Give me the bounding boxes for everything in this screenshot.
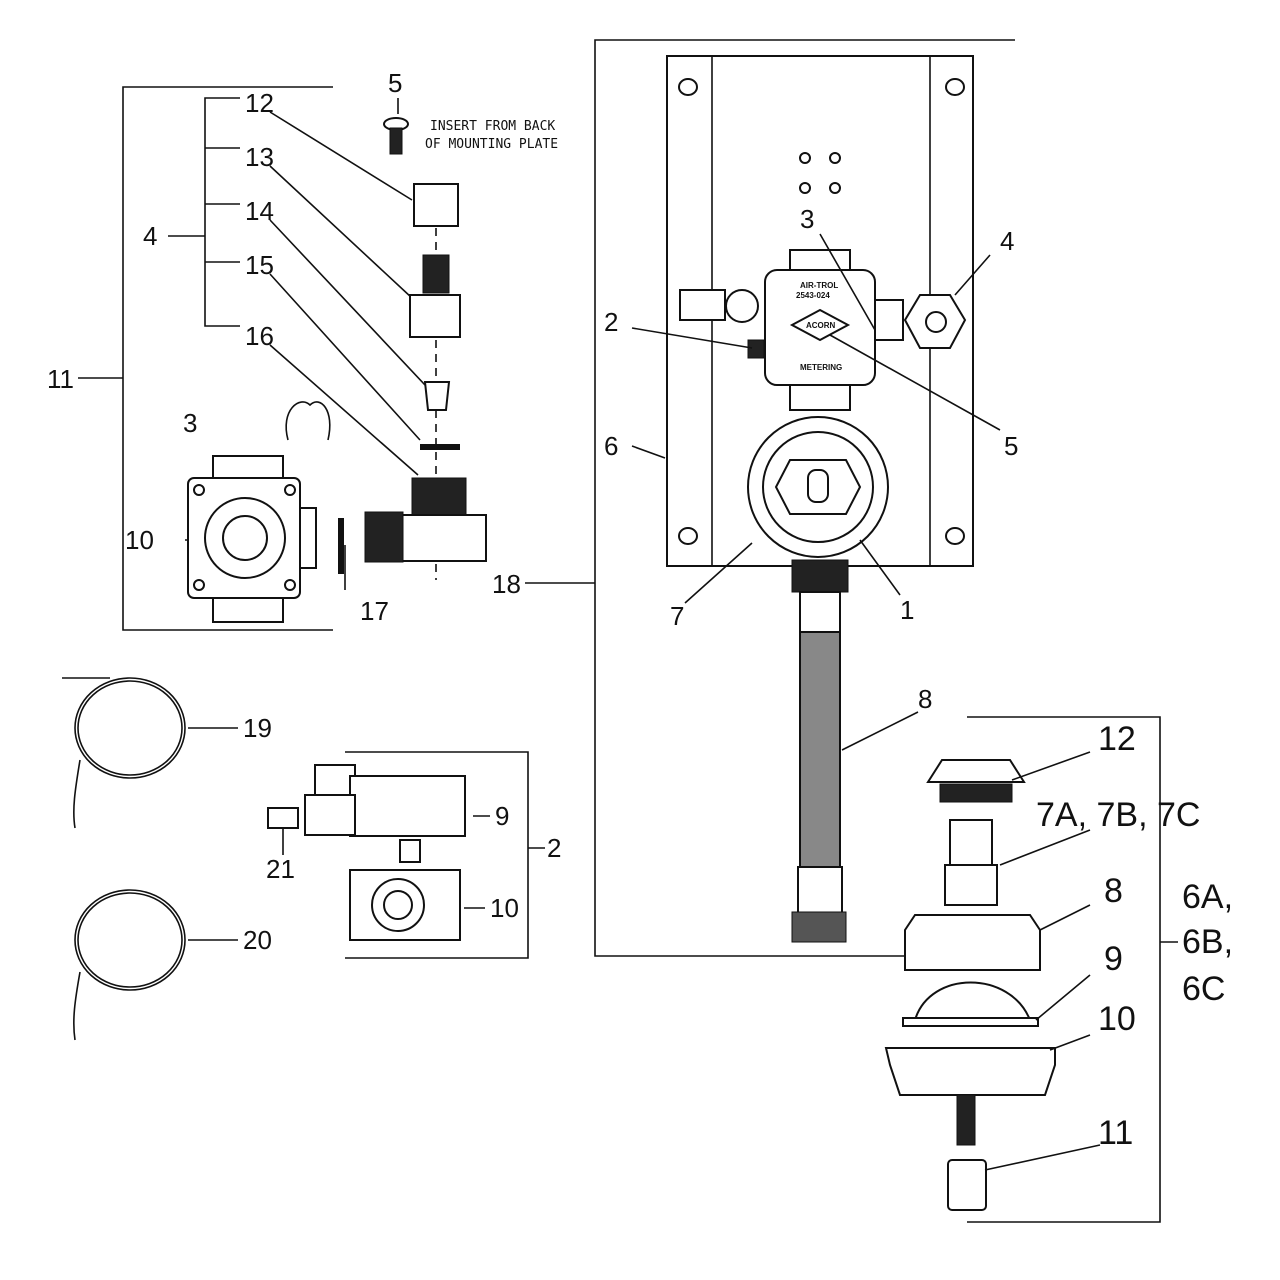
callout-12: 12 [1098, 720, 1136, 758]
panel-18-group: AIR-TROL 2543-024 METERING ACORN 3 4 [492, 39, 1018, 957]
callout-2: 2 [604, 307, 618, 337]
valve-body-part [187, 455, 317, 623]
valve-logo-text: ACORN [806, 321, 836, 330]
braided-hose [791, 559, 849, 943]
threaded-stem-part [422, 254, 450, 294]
valve-brand-text: AIR-TROL [800, 281, 838, 290]
callout-7: 7 [670, 601, 684, 631]
callout-3: 3 [183, 408, 197, 438]
callout-11: 11 [1098, 1114, 1133, 1152]
callout-21: 21 [266, 854, 295, 884]
callout-14: 14 [245, 196, 274, 226]
callout-8: 8 [918, 684, 932, 714]
callout-9: 9 [495, 801, 509, 831]
bracket-4 [168, 97, 240, 327]
callout-20: 20 [243, 925, 272, 955]
callout-6c: 6C [1182, 970, 1225, 1008]
callout-18: 18 [492, 569, 521, 599]
callout-5: 5 [1004, 431, 1018, 461]
callout-9: 9 [1104, 940, 1123, 978]
cap-part [926, 759, 1026, 783]
stem-part [949, 819, 993, 871]
screw-icon [383, 117, 409, 155]
nut-part [413, 183, 459, 227]
callout-6b: 6B, [1182, 923, 1233, 961]
callout-1: 1 [900, 595, 914, 625]
valve-model-text: 2543-024 [796, 291, 830, 300]
callout-10: 10 [1098, 1000, 1136, 1038]
note-line-2: OF MOUNTING PLATE [425, 137, 558, 152]
callout-10: 10 [490, 893, 519, 923]
callout-6a: 6A, [1182, 878, 1233, 916]
callout-4: 4 [143, 221, 157, 251]
ferrule-part [423, 381, 451, 411]
air-trol-valve: AIR-TROL 2543-024 METERING ACORN [679, 249, 967, 411]
callout-10: 10 [125, 525, 154, 555]
lower-left-group: 19 20 9 2 21 10 [62, 677, 561, 1041]
tee-fitting-part [364, 477, 487, 563]
callout-19: 19 [243, 713, 272, 743]
callout-6: 6 [604, 431, 618, 461]
diaphragm-part [913, 981, 1032, 1021]
valve-metering-text: METERING [800, 363, 842, 372]
handwheel [747, 416, 889, 558]
bracket-6 [967, 716, 1178, 1223]
kit-11-group: 5 12 13 14 15 16 4 11 3 10 17 INSERT FRO… [47, 68, 558, 631]
callout-7abc: 7A, 7B, 7C [1036, 796, 1200, 834]
callout-13: 13 [245, 142, 274, 172]
callout-17: 17 [360, 596, 389, 626]
gasket-part [338, 518, 344, 574]
bracket-11 [122, 86, 333, 631]
callout-8: 8 [1104, 872, 1123, 910]
bracket-18 [594, 39, 1015, 957]
callout-4: 4 [1000, 226, 1014, 256]
callout-15: 15 [245, 250, 274, 280]
clip-part [285, 401, 331, 441]
body-part [884, 1047, 1056, 1096]
bonnet-part [904, 914, 1041, 971]
o-ring-part [420, 444, 460, 450]
valve-assembly-2 [267, 764, 466, 941]
tubing-coil-20 [73, 889, 186, 1041]
callout-5: 5 [388, 68, 402, 98]
callout-11: 11 [47, 364, 74, 394]
tubing-coil-19 [62, 677, 186, 829]
kit-6-group: 12 7A, 7B, 7C 8 9 10 11 6A, 6B, 6C [884, 716, 1233, 1223]
callout-16: 16 [245, 321, 274, 351]
nut-part [947, 1159, 987, 1211]
callout-12: 12 [245, 88, 274, 118]
callout-2: 2 [547, 833, 561, 863]
callout-3: 3 [800, 204, 814, 234]
note-line-1: INSERT FROM BACK [430, 119, 555, 134]
